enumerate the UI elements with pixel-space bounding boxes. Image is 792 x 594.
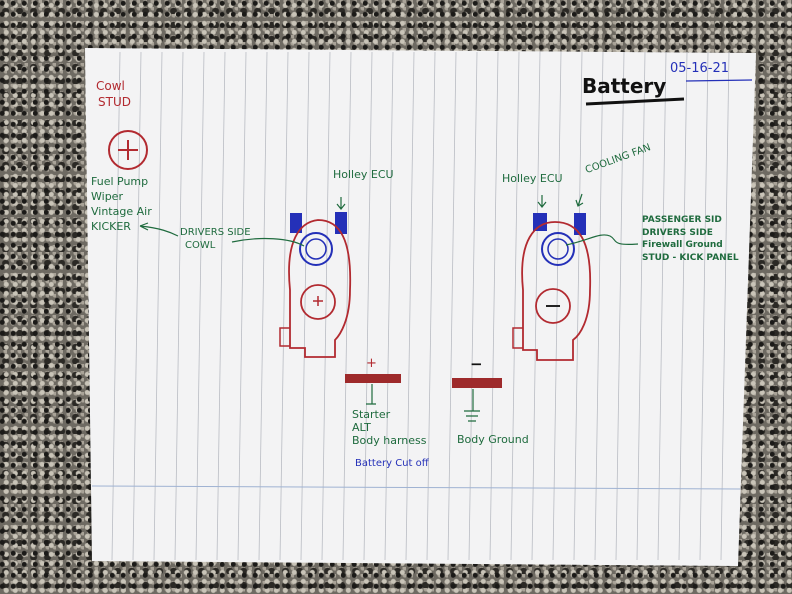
rule-line: [195, 51, 205, 561]
rule-line: [510, 51, 520, 561]
rule-line: [237, 51, 247, 561]
date-underline: [685, 79, 753, 82]
rule-line: [615, 51, 625, 561]
rule-line: [363, 51, 373, 561]
rule-line: [426, 51, 436, 561]
note-line: Stud - Kick Panel: [642, 252, 739, 263]
rule-line: [678, 51, 688, 561]
negative-bus-bar: [452, 378, 502, 388]
rule-line: [699, 51, 709, 561]
note-line: Firewall Ground: [642, 240, 723, 250]
rule-line: [573, 51, 583, 561]
paper-sheet: [85, 48, 756, 566]
rule-line: [405, 51, 415, 561]
left-ecu-label: Holley ECU: [333, 168, 394, 181]
rule-line: [132, 51, 142, 561]
circuit-item: Wiper: [91, 190, 123, 203]
circuit-item: Body harness: [352, 434, 427, 447]
page-title: Battery: [582, 74, 667, 98]
rule-line: [489, 51, 499, 561]
margin-line: [91, 485, 741, 490]
circuit-item: Vintage Air: [91, 205, 152, 218]
rule-line: [321, 51, 331, 561]
cowl-label-2: cowl: [185, 240, 216, 251]
ground-symbol-icon: [464, 389, 480, 422]
positive-stud-icon: [108, 130, 148, 170]
battery-cutoff-label: Battery Cut off: [355, 458, 429, 469]
right-battery-terminal-diagram: [512, 193, 639, 361]
circuit-item: Starter: [352, 408, 391, 421]
rule-line: [384, 51, 394, 561]
rule-line: [720, 51, 730, 561]
note-line: Drivers Side: [642, 227, 713, 238]
positive-circuits: Starter ALT Body harness: [352, 408, 427, 447]
left-battery-terminal-diagram: [139, 197, 352, 358]
circuit-item: ALT: [352, 421, 371, 434]
drivers-side-label: Drivers side: [180, 227, 251, 238]
rule-line: [216, 51, 226, 561]
positive-lead: [366, 384, 376, 405]
right-ecu-label: Holley ECU: [502, 172, 563, 185]
rule-line: [594, 51, 604, 561]
rule-line: [153, 51, 163, 561]
circuit-item: Kicker: [91, 220, 131, 233]
rule-line: [636, 51, 646, 561]
plus-icon: [118, 140, 138, 160]
cowl-stud-circuits: Fuel Pump Wiper Vintage Air Kicker: [91, 174, 152, 234]
positive-bus-bar: [345, 374, 401, 383]
ecu-connector: [290, 213, 302, 233]
body-ground-label: Body Ground: [457, 433, 529, 446]
paper-rules: [111, 51, 730, 561]
rule-line: [174, 51, 184, 561]
rule-line: [657, 51, 667, 561]
rule-line: [258, 51, 268, 561]
rule-line: [468, 51, 478, 561]
title-underline: [585, 97, 685, 106]
note-line: Passenger Sid: [642, 215, 722, 225]
stud-label: Stud: [98, 95, 131, 109]
negative-symbol: −: [470, 355, 483, 373]
rule-line: [279, 51, 289, 561]
rule-line: [447, 51, 457, 561]
date: 05-16-21: [670, 61, 730, 76]
rule-line: [111, 51, 121, 561]
cowl-label: Cowl: [96, 79, 125, 93]
rule-line: [300, 51, 310, 561]
ecu-connector: [335, 212, 347, 234]
positive-symbol: +: [366, 356, 377, 371]
circuit-item: Fuel Pump: [91, 175, 149, 188]
ground-stud-notes: Passenger Sid Drivers Side Firewall Grou…: [642, 214, 739, 264]
rule-line: [342, 51, 352, 561]
